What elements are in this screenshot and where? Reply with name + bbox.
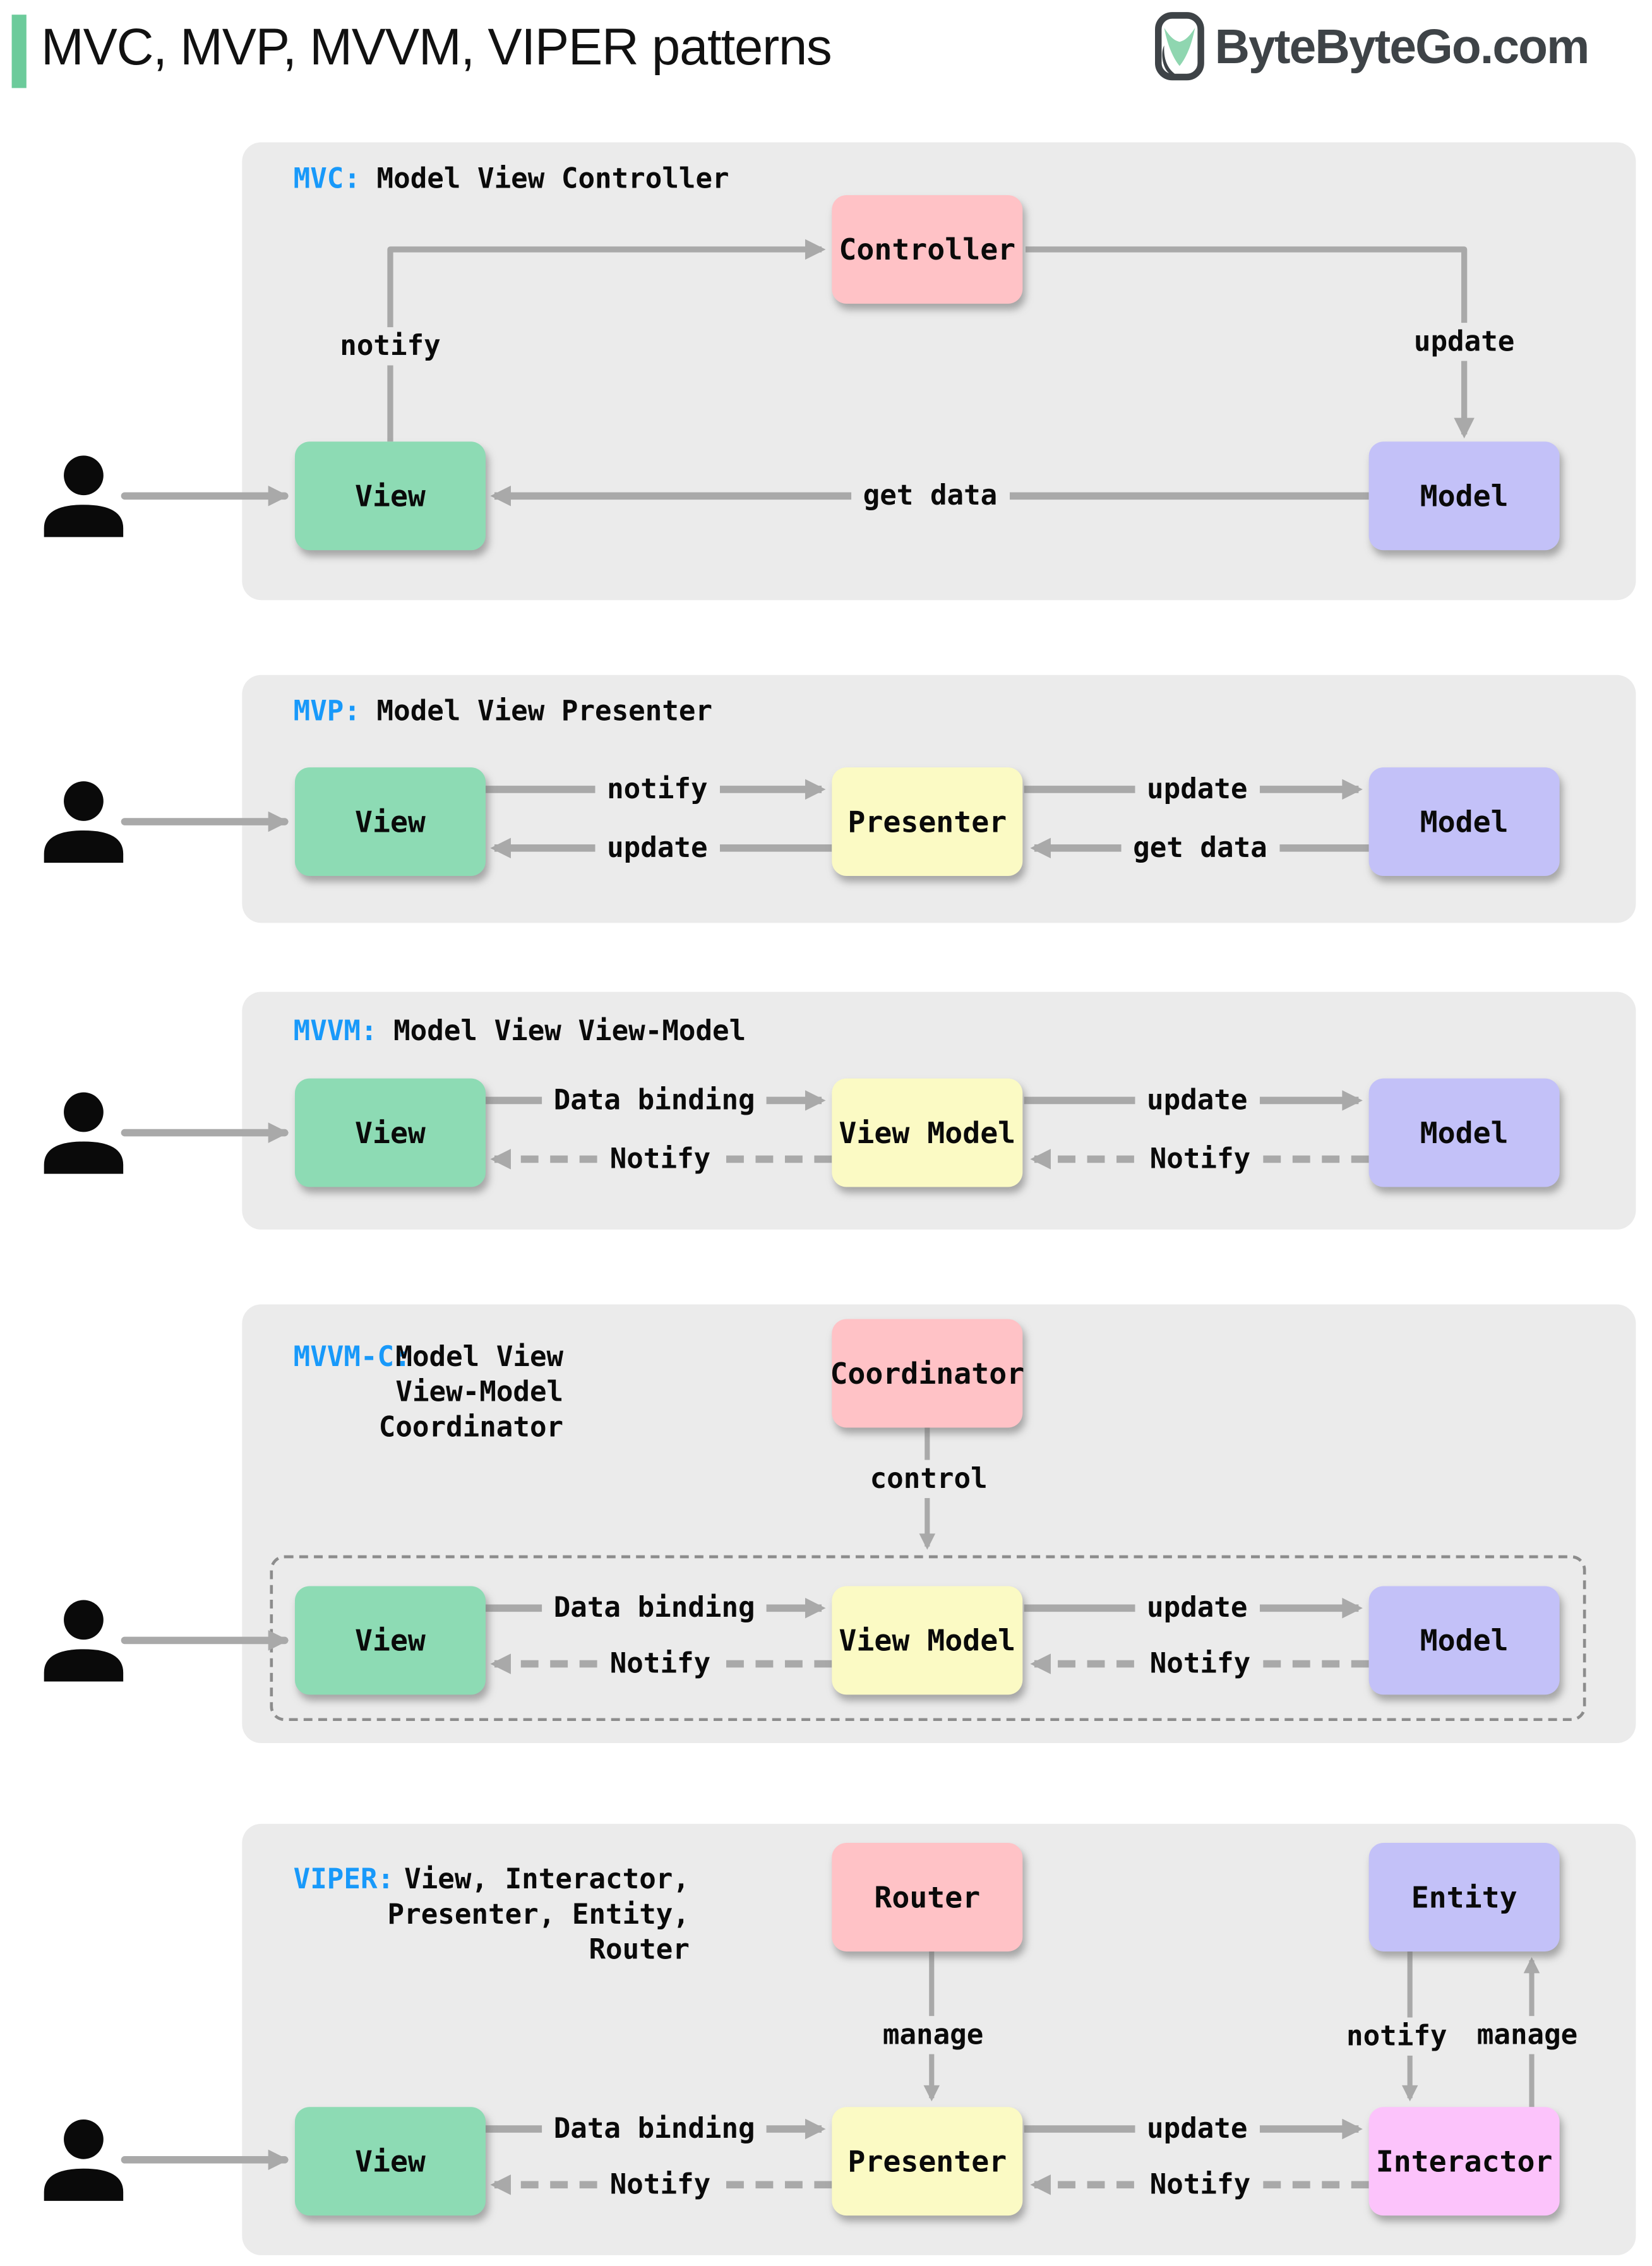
pattern-subtitle-mvc: Model View Controller [376, 162, 729, 195]
node-view-model-mvvm: View Model [832, 1078, 1023, 1187]
edge-label-get-data-mvp: get data [1121, 829, 1279, 868]
edge-label-notify-vm-mvvm: Notify [1138, 1140, 1262, 1178]
edge-label-notify-view-mvvm-c: Notify [598, 1645, 722, 1683]
node-presenter-viper: Presenter [832, 2107, 1023, 2216]
pattern-subtitle-mvp: Model View Presenter [376, 695, 713, 728]
pattern-abbr-mvvm: MVVM: [293, 1015, 378, 1048]
node-view-mvvm-c: View [294, 1586, 486, 1695]
edge-label-data-binding-viper: Data binding [542, 2109, 767, 2149]
edge-label-notify-view-viper: Notify [598, 2166, 722, 2204]
edge-label-get-data-mvc: get data [851, 477, 1009, 515]
subtitle-line: Presenter, Entity, [387, 1898, 690, 1931]
edge-label-notify-mvc: notify [328, 327, 453, 366]
edge-label-update-mvc: update [1402, 323, 1526, 361]
brand-name: ByteByteGo.com [1214, 18, 1590, 73]
pattern-abbr-mvvm-c: MVVM-C: [293, 1341, 411, 1374]
pattern-subtitle-mvvm: Model View View-Model [393, 1015, 746, 1048]
node-view-mvvm: View [294, 1078, 486, 1187]
edge-label-notify-presenter-viper: Notify [1138, 2166, 1262, 2204]
node-model-mvp: Model [1368, 767, 1560, 876]
node-coordinator-mvvm-c: Coordinator [830, 1319, 1024, 1428]
edge-label-notify-mvp: notify [595, 770, 720, 809]
edge-label-update-view-mvp: update [595, 829, 720, 868]
edge-label-notify-entity-viper: notify [1334, 2017, 1459, 2056]
edge-label-control-mvvm-c: control [858, 1460, 1000, 1499]
node-presenter-mvp: Presenter [832, 767, 1023, 876]
edge-label-data-binding-mvvm-c: Data binding [542, 1589, 767, 1628]
user-icon [44, 781, 124, 863]
edge-label-update-model-mvp: update [1135, 770, 1260, 809]
node-view-mvc: View [294, 441, 486, 551]
panel-title-mvc: MVC: Model View Controller [294, 162, 729, 197]
node-interactor-viper: Interactor [1368, 2107, 1560, 2216]
node-model-mvc: Model [1368, 441, 1560, 551]
edge-label-notify-vm-mvvm-c: Notify [1138, 1645, 1262, 1683]
edge-label-data-binding-mvvm: Data binding [542, 1081, 767, 1120]
panel-title-mvvm: MVVM: Model View View-Model [294, 1014, 746, 1049]
panel-title-mvp: MVP: Model View Presenter [294, 694, 712, 729]
node-controller-mvc: Controller [832, 195, 1023, 304]
node-model-mvvm: Model [1368, 1078, 1560, 1187]
user-icon [44, 2119, 124, 2201]
subtitle-line: Model View [395, 1341, 564, 1374]
edge-label-manage-router-viper: manage [871, 2016, 995, 2054]
pattern-abbr-mvp: MVP: [293, 695, 361, 728]
pattern-abbr-viper: VIPER: [293, 1863, 395, 1896]
node-view-mvp: View [294, 767, 486, 876]
subtitle-line: Coordinator [378, 1411, 564, 1444]
subtitle-line: View-Model [395, 1376, 564, 1409]
node-router-viper: Router [832, 1843, 1023, 1951]
panel-title-viper: VIPER: [294, 1862, 394, 1897]
user-icon [44, 455, 124, 537]
title-accent-bar [11, 15, 27, 88]
panel-subtitle-viper: View, Interactor, Presenter, Entity, Rou… [386, 1862, 690, 1967]
panel-subtitle-mvvm-c: Model View View-Model Coordinator [373, 1340, 563, 1445]
subtitle-line: Router [589, 1934, 690, 1967]
subtitle-line: View, Interactor, [404, 1863, 690, 1896]
node-view-model-mvvm-c: View Model [832, 1586, 1023, 1695]
edge-label-update-mvvm-c: update [1135, 1589, 1260, 1628]
edge-label-notify-view-mvvm: Notify [598, 1140, 722, 1178]
edge-label-update-mvvm: update [1135, 1081, 1260, 1120]
pattern-abbr-mvc: MVC: [293, 162, 361, 195]
node-model-mvvm-c: Model [1368, 1586, 1560, 1695]
edge-label-manage-entity-viper: manage [1465, 2016, 1589, 2054]
panel-title-mvvm-c: MVVM-C: [294, 1340, 411, 1375]
page-title: MVC, MVP, MVVM, VIPER patterns [41, 19, 832, 76]
node-view-viper: View [294, 2107, 486, 2216]
brand-lockup: ByteByteGo.com [1154, 12, 1590, 81]
node-entity-viper: Entity [1368, 1843, 1560, 1951]
user-icon [44, 1600, 124, 1682]
user-icon [44, 1092, 124, 1174]
bytebytego-logo-icon [1154, 12, 1204, 81]
edge-label-update-viper: update [1135, 2109, 1260, 2149]
